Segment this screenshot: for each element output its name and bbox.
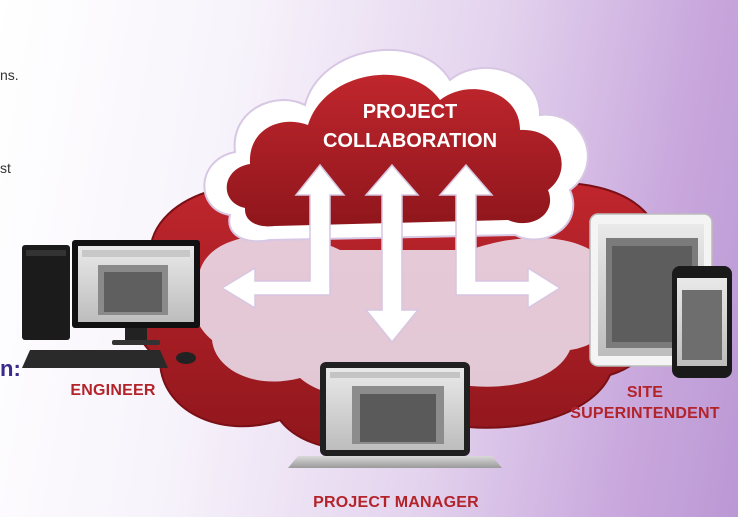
double-arrow-icon xyxy=(438,163,562,310)
diagram-title: PROJECT COLLABORATION xyxy=(290,98,530,156)
double-arrow-icon xyxy=(364,163,420,344)
role-label-engineer: ENGINEER xyxy=(70,382,156,399)
side-text-fragment-2: st xyxy=(0,160,11,176)
smartphone-icon xyxy=(672,266,732,378)
desktop-computer-icon xyxy=(22,240,200,368)
side-heading-fragment: n: xyxy=(0,356,21,381)
role-label-site-superintendent: SITE SUPERINTENDENT xyxy=(555,382,735,424)
title-line-2: COLLABORATION xyxy=(322,130,498,152)
side-text-fragment-1: ns. xyxy=(0,67,19,83)
title-line-1: PROJECT xyxy=(362,101,458,123)
role-label-project-manager: PROJECT MANAGER xyxy=(313,494,479,511)
laptop-icon xyxy=(288,362,502,468)
double-arrow-icon xyxy=(220,163,346,310)
role-label-site-line-2: SUPERINTENDENT xyxy=(570,405,720,422)
role-label-site-line-1: SITE xyxy=(626,384,664,401)
arrows xyxy=(220,163,562,344)
